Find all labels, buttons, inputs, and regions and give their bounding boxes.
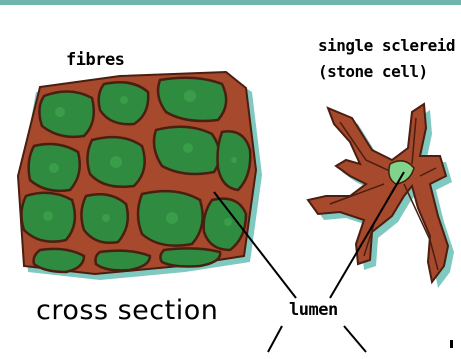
- edge-mark: [450, 340, 453, 348]
- sclereid-cell: [308, 104, 454, 288]
- fibre-cell: [96, 251, 151, 271]
- label-stone-cell: (stone cell): [318, 62, 428, 81]
- fibres-cross-section: [18, 72, 262, 280]
- fibre-cell: [39, 91, 93, 136]
- pointer-tail-right: [344, 326, 366, 352]
- fibre-cell: [34, 249, 84, 272]
- pointer-tail-left: [268, 326, 282, 352]
- top-rule: [0, 0, 461, 5]
- label-lumen: lumen: [289, 300, 338, 320]
- label-fibres: fibres: [66, 50, 124, 70]
- fibre-cell: [160, 248, 220, 266]
- label-cross-section: cross section: [36, 295, 218, 326]
- label-sclereid: single sclereid: [318, 36, 455, 55]
